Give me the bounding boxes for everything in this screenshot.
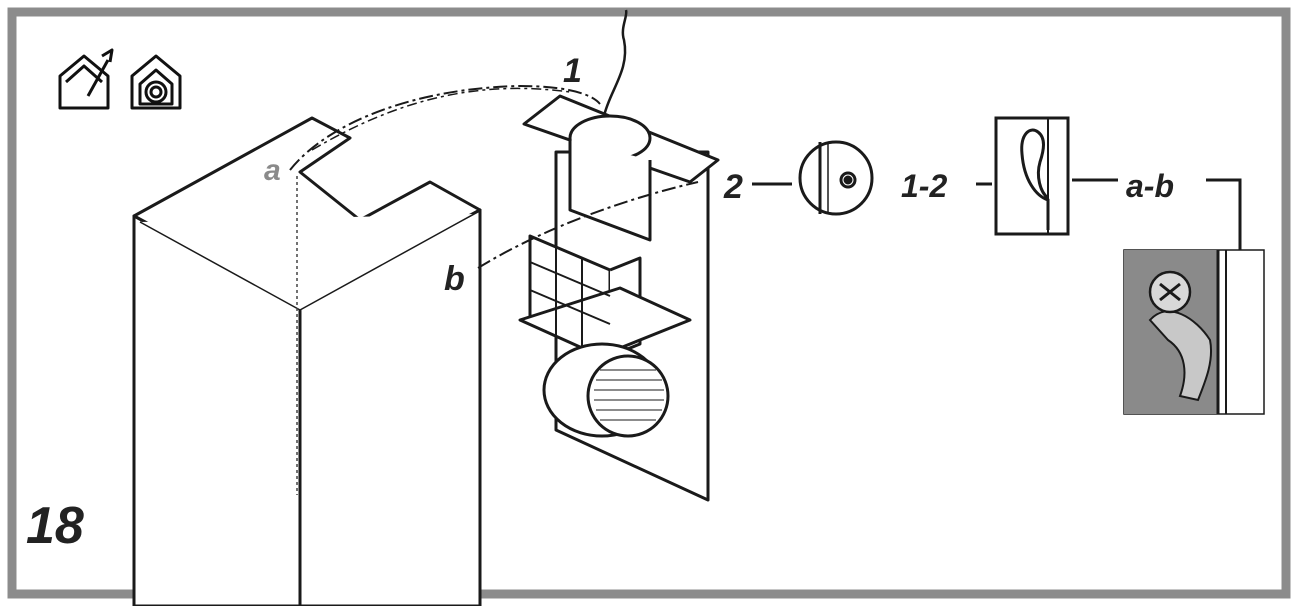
step-number: 18 <box>26 497 84 555</box>
chimney-cover <box>132 116 482 606</box>
guide-curve-a-upper <box>311 87 571 151</box>
keyhole-slot-detail <box>994 116 1070 236</box>
label-2: 2 <box>724 168 743 206</box>
label-1: 1 <box>563 52 582 90</box>
recirculation-icon <box>130 54 182 110</box>
guide-curve-a <box>289 84 601 171</box>
label-b: b <box>444 260 465 298</box>
power-cord <box>602 9 628 117</box>
fan-grille <box>594 369 664 421</box>
hooked-screw-detail <box>1123 249 1265 415</box>
label-1-2: 1-2 <box>901 168 948 204</box>
label-a-b: a-b <box>1126 168 1174 204</box>
guide-line-b <box>477 181 699 269</box>
motor-assembly <box>518 94 720 502</box>
ducted-extraction-icon <box>58 48 114 110</box>
screw-detail-circle <box>798 140 874 216</box>
grease-filter <box>529 248 611 346</box>
diagram-border <box>7 7 1291 599</box>
label-a: a <box>264 154 281 187</box>
